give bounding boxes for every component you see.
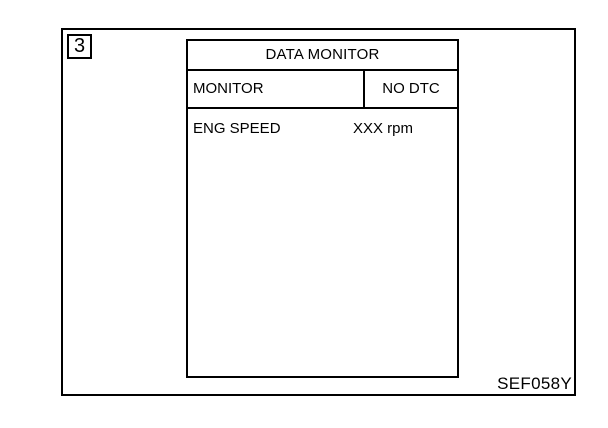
step-number-box: 3 (67, 34, 92, 59)
screen-body: ENG SPEED XXX rpm (188, 109, 457, 374)
header-dtc-status: NO DTC (363, 71, 457, 107)
figure-frame: 3 DATA MONITOR MONITOR NO DTC ENG SPEED … (61, 28, 576, 396)
header-monitor-label: MONITOR (193, 80, 264, 97)
screen-title: DATA MONITOR (188, 41, 457, 71)
monitor-item-value: XXX rpm (353, 120, 414, 137)
monitor-item-name: ENG SPEED (193, 120, 281, 137)
figure-code: SEF058Y (497, 374, 572, 393)
screen-header: MONITOR NO DTC (188, 71, 457, 109)
consult-screen: DATA MONITOR MONITOR NO DTC ENG SPEED XX… (186, 39, 459, 378)
